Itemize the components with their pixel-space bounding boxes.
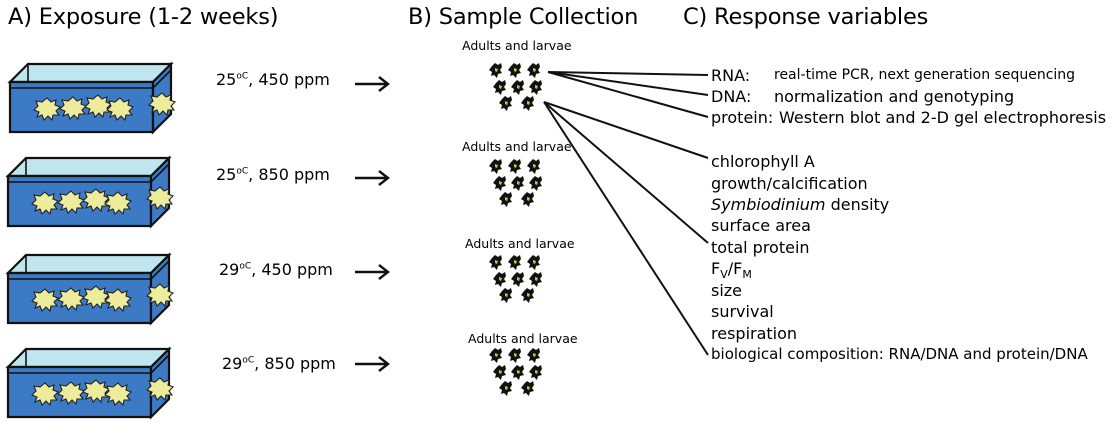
temperature-unit: oC <box>242 355 255 366</box>
sample-label-1: Adults and larvae <box>462 38 572 53</box>
temperature-value: 25 <box>216 165 237 184</box>
response-survival: survival <box>711 302 774 321</box>
response-symbiodinium-density: Symbiodinium density <box>711 195 889 214</box>
temperature-unit: oC <box>236 166 249 177</box>
response-growth: growth/calcification <box>711 174 868 193</box>
sample-label-3: Adults and larvae <box>465 236 575 251</box>
symbiodinium-name: Symbiodinium <box>711 195 826 214</box>
tank-condition-4: 29oC, 850 ppm <box>222 354 336 373</box>
arrow-icon <box>353 263 390 281</box>
fm-subscript: M <box>742 268 752 282</box>
fv-subscript: V <box>720 268 728 282</box>
arrow-icon <box>353 169 390 187</box>
co2-level: , 850 ppm <box>248 165 330 184</box>
exposure-title: A) Exposure (1-2 weeks) <box>8 4 279 30</box>
response-total-protein: total protein <box>711 238 810 257</box>
response-size: size <box>711 281 743 300</box>
temperature-value: 29 <box>222 354 243 373</box>
response-fv-fm: FV/FM <box>711 259 752 281</box>
density-label: density <box>825 195 890 214</box>
coral-fragment-cluster-1 <box>489 63 542 111</box>
molecular-term-dna: DNA: <box>711 87 752 106</box>
aquarium-tank-1 <box>10 64 175 132</box>
tank-condition-1: 25oC, 450 ppm <box>216 70 330 89</box>
response-respiration: respiration <box>711 324 798 343</box>
aquarium-tank-2 <box>8 158 173 226</box>
molecular-desc-protein: Western blot and 2-D gel electrophoresis <box>779 108 1107 127</box>
temperature-value: 25 <box>216 70 237 89</box>
coral-fragment-cluster-4 <box>489 348 542 396</box>
co2-level: , 450 ppm <box>251 260 333 279</box>
sample-label-4: Adults and larvae <box>468 331 578 346</box>
fv-letter: F <box>711 259 721 278</box>
coral-fragment-cluster-3 <box>489 255 542 303</box>
response-chlorophyll: chlorophyll A <box>711 152 815 171</box>
molecular-term-rna: RNA: <box>711 66 751 85</box>
sample-label-2: Adults and larvae <box>462 139 572 154</box>
temperature-value: 29 <box>219 260 240 279</box>
co2-level: , 850 ppm <box>254 354 336 373</box>
molecular-term-protein: protein: <box>711 108 774 127</box>
aquarium-tank-3 <box>8 255 173 323</box>
temperature-unit: oC <box>239 261 252 272</box>
coral-fragment-cluster-2 <box>489 159 542 207</box>
sample-collection-title: B) Sample Collection <box>408 4 639 30</box>
aquarium-tank-4 <box>8 349 173 417</box>
tank-condition-2: 25oC, 850 ppm <box>216 165 330 184</box>
molecular-desc-rna: real-time PCR, next generation sequencin… <box>774 67 1076 83</box>
arrow-icon <box>353 75 390 93</box>
fm-letter: /F <box>727 259 743 278</box>
co2-level: , 450 ppm <box>248 70 330 89</box>
tank-condition-3: 29oC, 450 ppm <box>219 260 333 279</box>
molecular-desc-dna: normalization and genotyping <box>774 87 1015 106</box>
response-biological-composition: biological composition: RNA/DNA and prot… <box>711 345 1088 363</box>
response-variables-title: C) Response variables <box>683 4 929 30</box>
arrow-icon <box>353 355 390 373</box>
temperature-unit: oC <box>236 71 249 82</box>
response-surface-area: surface area <box>711 216 811 235</box>
connector-lines <box>543 71 709 356</box>
